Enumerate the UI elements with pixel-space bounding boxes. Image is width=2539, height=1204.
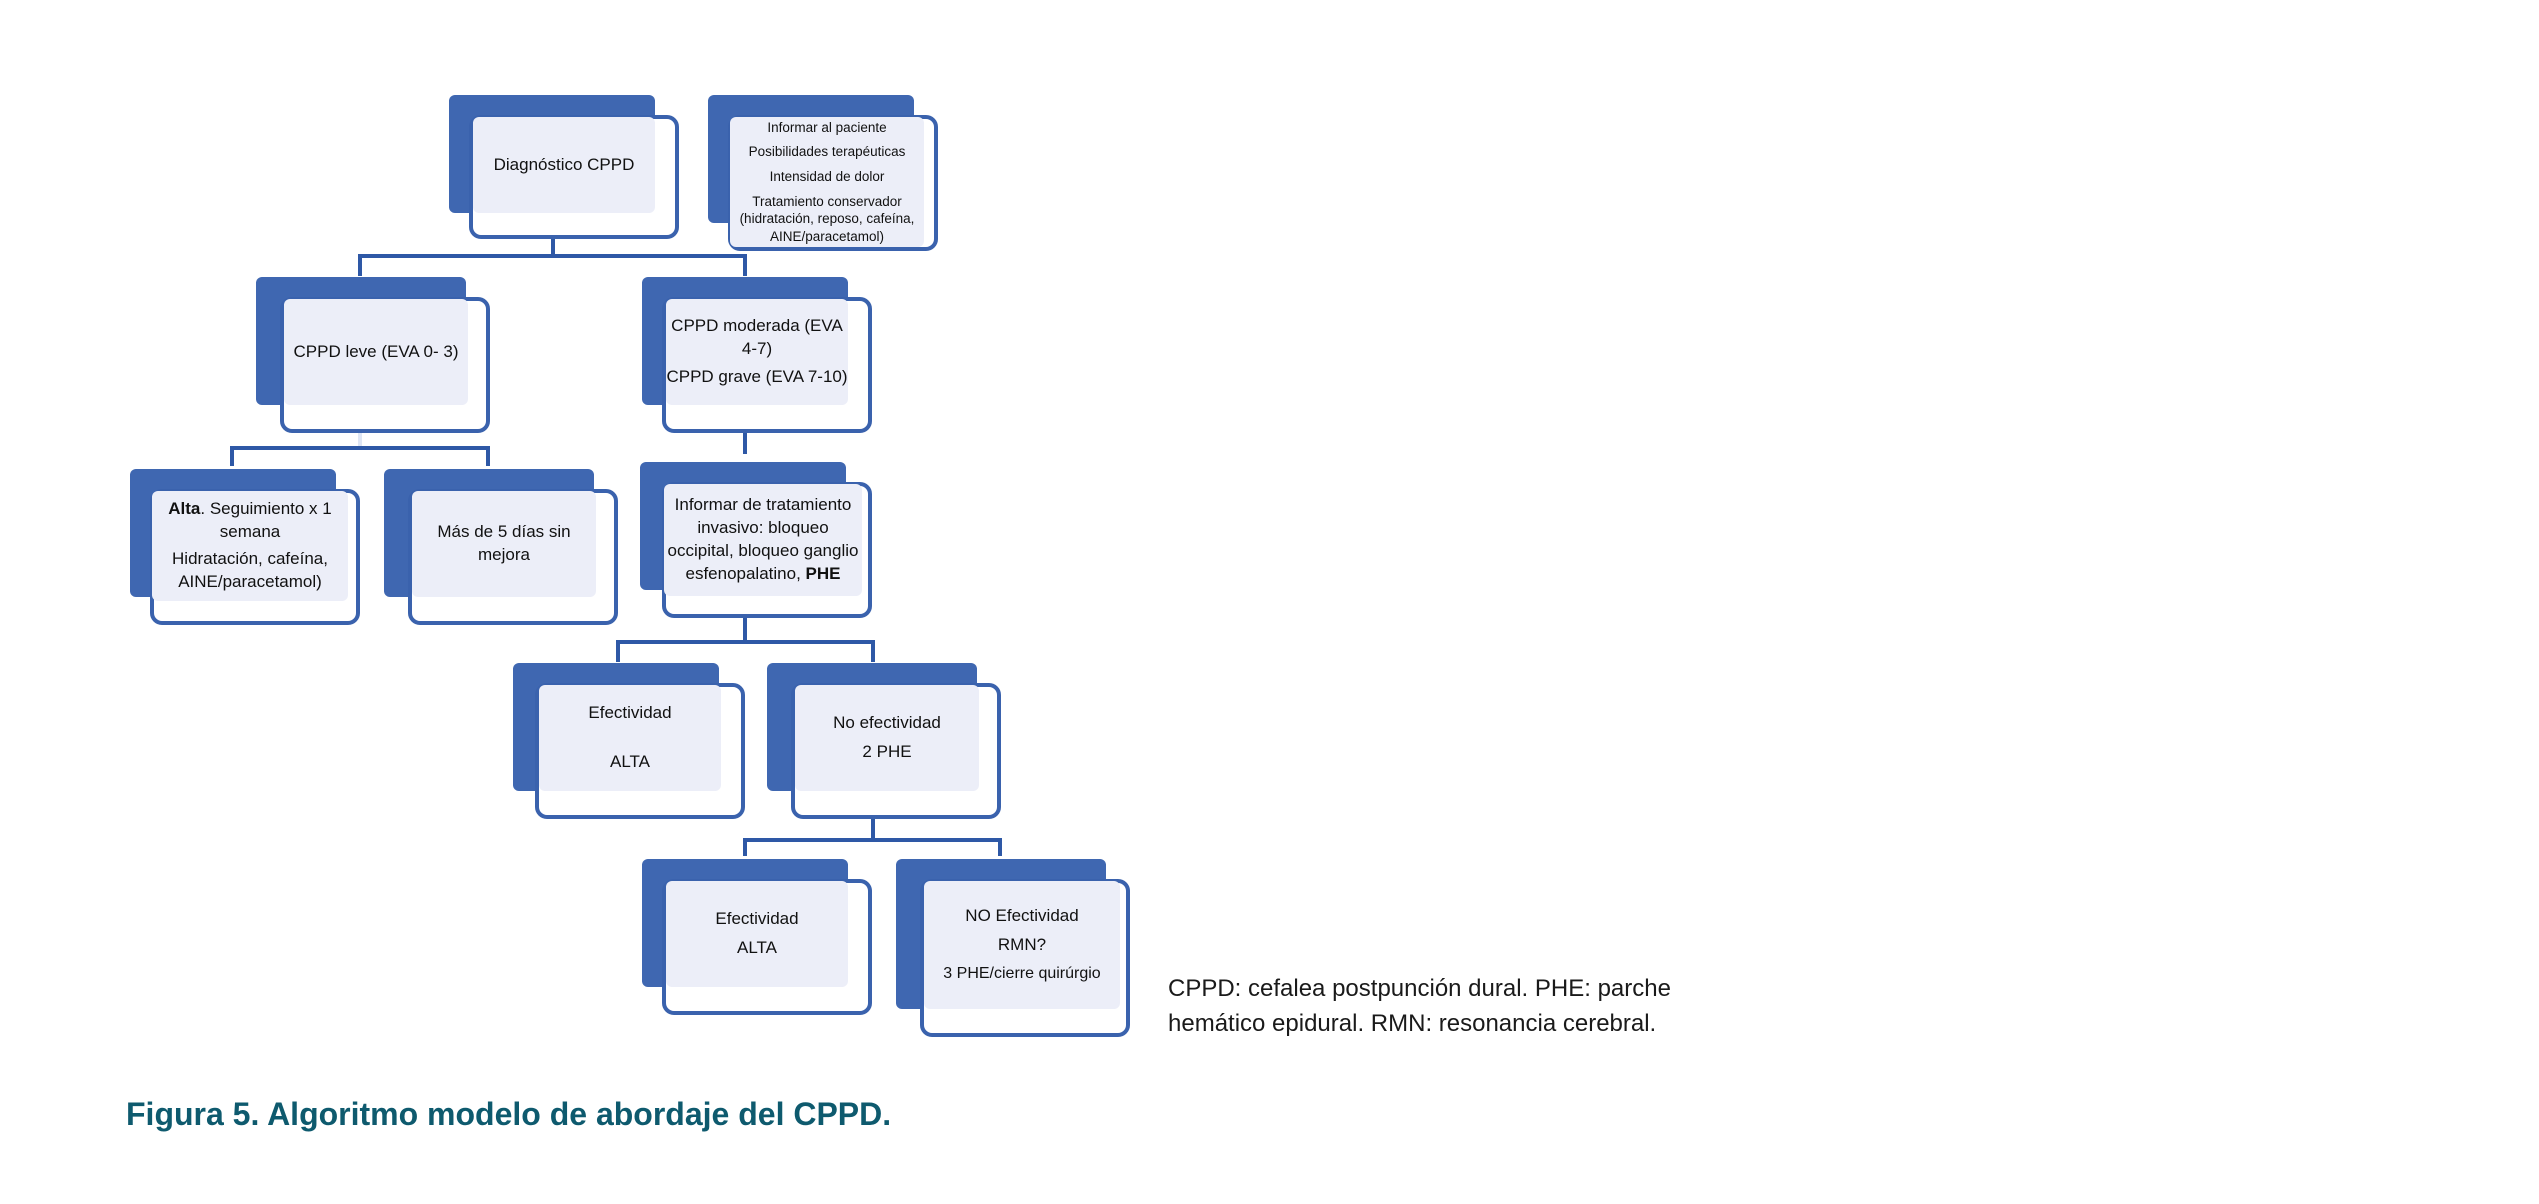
node-diagnostico-cppd: Diagnóstico CPPD — [449, 95, 679, 239]
node-label: CPPD grave (EVA 7-10) — [666, 367, 848, 387]
node-label-bold: Alta — [168, 499, 201, 519]
node-label: Más de 5 días sin mejora — [437, 522, 571, 564]
node-cppd-moderada-grave: CPPD moderada (EVA 4-7) CPPD grave (EVA … — [642, 277, 872, 433]
node-label: Efectividad — [588, 703, 672, 723]
node-tratamiento-invasivo: Informar de tratamiento invasivo: bloque… — [640, 462, 872, 618]
abbreviations-footnote: CPPD: cefalea postpunción dural. PHE: pa… — [1168, 975, 1671, 1037]
node-label: 2 PHE — [862, 742, 912, 761]
node-label: Informar de tratamiento invasivo: bloque… — [667, 495, 859, 583]
node-cppd-leve: CPPD leve (EVA 0- 3) — [256, 277, 490, 433]
node-label: Efectividad — [715, 909, 799, 929]
node-label: . Seguimiento x 1 semana — [200, 499, 332, 542]
node-label-bold: PHE — [805, 563, 841, 583]
node-label: Diagnóstico CPPD — [493, 154, 635, 174]
node-label: Informar al paciente — [767, 119, 887, 135]
node-label: NO Efectividad — [965, 906, 1079, 926]
node-mas-5-dias: Más de 5 días sin mejora — [384, 469, 618, 625]
node-alta-seguimiento: Alta. Seguimiento x 1 semana Hidratación… — [130, 469, 360, 625]
node-label: CPPD moderada (EVA 4-7) — [671, 315, 843, 358]
node-no-efectividad: No efectividad 2 PHE — [767, 663, 1001, 819]
node-label: RMN? — [997, 935, 1047, 955]
node-label: Hidratación, cafeína, AINE/paracetamol) — [172, 549, 328, 591]
node-efectividad-alta-1: Efectividad ALTA — [513, 663, 745, 819]
node-label: ALTA — [610, 752, 650, 771]
node-label: Tratamiento conservador (hidratación, re… — [739, 193, 915, 244]
node-label: 3 PHE/cierre quirúrgio — [943, 965, 1101, 983]
node-efectividad-alta-2: Efectividad ALTA — [642, 859, 872, 1015]
node-label: Posibilidades terapéuticas — [748, 144, 906, 160]
figure-caption: Figura 5. Algoritmo modelo de abordaje d… — [126, 1096, 892, 1132]
node-no-efectividad-2: NO Efectividad RMN? 3 PHE/cierre quirúrg… — [896, 859, 1130, 1037]
node-label: No efectividad — [833, 713, 941, 733]
node-informar-paciente: Informar al paciente Posibilidades terap… — [708, 95, 938, 251]
node-label: Intensidad de dolor — [769, 168, 885, 184]
node-label: ALTA — [737, 938, 777, 957]
node-label: CPPD leve (EVA 0- 3) — [293, 341, 459, 361]
